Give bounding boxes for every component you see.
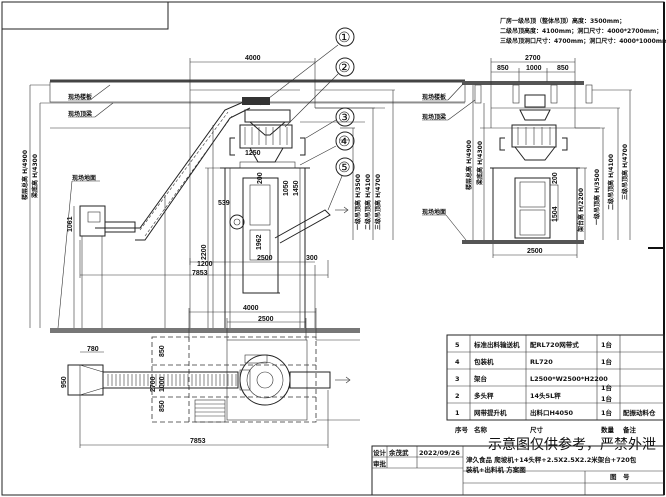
top-dim-2700: 2700 xyxy=(150,376,157,392)
side-label-ceiling2: 二级吊顶高 H/4100 xyxy=(607,154,615,210)
side-dim-850-left: 850 xyxy=(497,65,509,72)
dim-1250: 1250 xyxy=(245,150,261,157)
parts-table: 5 标准出料输送机 配RL720网带式 1台 4 包装机 RL720 1台 3 架台 L2500*W… xyxy=(446,334,665,434)
table-cell-name: 包装机 xyxy=(474,357,494,366)
top-view: 4000 2500 850 850 2700 1000 780 950 xyxy=(61,305,360,448)
table-cell-no: 5 xyxy=(455,341,460,349)
disclaimer-text: 示意图仅供参考，严禁外泄 xyxy=(488,436,656,453)
top-dim-1000: 1000 xyxy=(159,376,166,392)
dim-300: 300 xyxy=(306,255,318,262)
dim-200: 200 xyxy=(257,172,264,184)
table-cell-note: 配振动料仓 xyxy=(623,408,656,417)
balloon-5: ⑤ xyxy=(338,160,351,176)
table-cell-qty: 1台 xyxy=(601,408,613,417)
title-line2: 装机+出料机 方案图 xyxy=(465,465,526,474)
side-dim-2700: 2700 xyxy=(525,55,541,62)
side-label-beam-height: 梁底高 H/4300 xyxy=(476,141,484,185)
dim-1200: 1200 xyxy=(197,261,213,268)
label-ceiling2-front: 二级吊顶高 H/4100 xyxy=(364,174,372,230)
ceiling-notes: 厂房一级吊顶（整体吊顶）高度：3500mm； 二级吊顶高度：4100mm；洞口尺… xyxy=(500,17,666,45)
dim-2500: 2500 xyxy=(257,255,273,262)
table-cell-name: 架台 xyxy=(473,374,488,383)
drawing-no-label: 图 号 xyxy=(610,472,630,481)
side-label-ceiling3: 三级吊顶高 H/4700 xyxy=(621,144,629,200)
side-dim-1504: 1504 xyxy=(552,206,559,222)
table-cell-qty: 1台 xyxy=(601,340,613,349)
dim-7853-front: 7853 xyxy=(192,270,208,277)
side-label-ceiling1: 一级吊顶高 H/3500 xyxy=(593,169,601,225)
side-dim-850-right: 850 xyxy=(557,65,569,72)
title-block: 设计 余茂武 2022/09/26 审批 津久食品 爬坡机+14头秤+2.5X2… xyxy=(371,445,665,496)
table-cell-size: L2500*W2500*H2200 xyxy=(530,375,608,383)
table-cell-qty: 1台 xyxy=(601,383,613,392)
label-ceiling3-front: 三级吊顶高 H/4700 xyxy=(374,174,382,230)
balloon-1: ① xyxy=(338,30,351,46)
top-dim-850a: 850 xyxy=(159,345,166,357)
label-beam-height: 梁底高 H/4300 xyxy=(31,154,39,198)
label-ceiling1-front: 一级吊顶高 H/3500 xyxy=(354,174,362,230)
title-line1: 津久食品 爬坡机+14头秤+2.5X2.5X2.2米架台+720包 xyxy=(466,455,637,464)
table-cell-no: 2 xyxy=(455,392,460,400)
table-cell-size: RL720 xyxy=(530,358,553,366)
top-dim-780: 780 xyxy=(87,346,99,353)
side-label-floor-slab: 现场楼板 xyxy=(422,93,447,101)
dim-2200: 2200 xyxy=(201,244,208,260)
balloon-4: ④ xyxy=(338,134,351,150)
table-header-name: 名称 xyxy=(474,425,488,434)
side-label-ground: 现场地面 xyxy=(422,208,446,216)
balloon-3: ③ xyxy=(338,110,351,126)
approve-label: 审批 xyxy=(373,459,387,468)
table-cell-no: 4 xyxy=(455,358,460,366)
table-cell-size: 配RL720网带式 xyxy=(530,340,579,349)
dim-1962: 1962 xyxy=(256,234,263,250)
front-view: 4000 1061 1250 xyxy=(21,27,466,333)
note-line3: 三级吊顶洞口尺寸：4700mm；洞口尺寸：4000*1000mm； xyxy=(500,37,666,45)
balloons: ① ② ③ ④ ⑤ xyxy=(259,27,355,211)
balloon-2: ② xyxy=(338,60,351,76)
table-cell-name: 多头秤 xyxy=(474,391,494,400)
table-cell-size: 出料口H4050 xyxy=(530,408,574,417)
side-dim-200: 200 xyxy=(552,172,559,184)
design-date: 2022/09/26 xyxy=(419,449,460,457)
note-line1: 厂房一级吊顶（整体吊顶）高度：3500mm； xyxy=(500,17,625,25)
top-dim-2500: 2500 xyxy=(258,316,274,323)
dim-4000: 4000 xyxy=(245,55,261,62)
top-dim-850b: 850 xyxy=(159,400,166,412)
dim-1050: 1050 xyxy=(283,180,290,196)
side-view: 2700 850 1000 850 1504 200 2500 xyxy=(422,55,664,258)
side-dim-2500: 2500 xyxy=(527,248,543,255)
table-cell-qty: 1台 xyxy=(601,357,613,366)
note-line2: 二级吊顶高度：4100mm；洞口尺寸：4000*2700mm； xyxy=(500,27,662,35)
table-header-size: 尺寸 xyxy=(530,425,544,434)
side-label-top-beam: 现场顶梁 xyxy=(422,113,446,121)
dim-1450: 1450 xyxy=(293,180,300,196)
side-label-platform: 架台高 H/2200 xyxy=(577,188,585,233)
side-dim-1000: 1000 xyxy=(526,65,542,72)
label-floor-slab: 现场楼板 xyxy=(68,93,93,101)
designer-name: 余茂武 xyxy=(388,448,409,457)
top-left-box xyxy=(1,1,169,30)
side-label-total-height: 楼层总高 H/4900 xyxy=(465,140,473,190)
label-top-beam: 现场顶梁 xyxy=(68,110,92,118)
table-cell-qty: 1台 xyxy=(601,394,613,403)
design-label: 设计 xyxy=(373,448,387,457)
top-dim-7853: 7853 xyxy=(190,438,206,445)
table-cell-name: 网带提升机 xyxy=(474,408,507,417)
top-dim-4000: 4000 xyxy=(243,305,259,312)
table-header-note: 备注 xyxy=(622,425,637,434)
table-header-no: 序号 xyxy=(454,425,469,434)
dim-1061: 1061 xyxy=(67,216,74,232)
label-total-height: 楼层总高 H/4900 xyxy=(21,150,29,200)
table-cell-no: 3 xyxy=(455,375,460,383)
dim-539: 539 xyxy=(218,200,230,207)
top-dim-950: 950 xyxy=(61,376,68,388)
label-ground: 现场地面 xyxy=(72,174,96,182)
table-cell-name: 标准出料输送机 xyxy=(473,340,520,349)
table-header-qty: 数量 xyxy=(601,425,615,434)
table-cell-size: 14头5L秤 xyxy=(530,391,561,400)
table-cell-no: 1 xyxy=(455,409,460,417)
